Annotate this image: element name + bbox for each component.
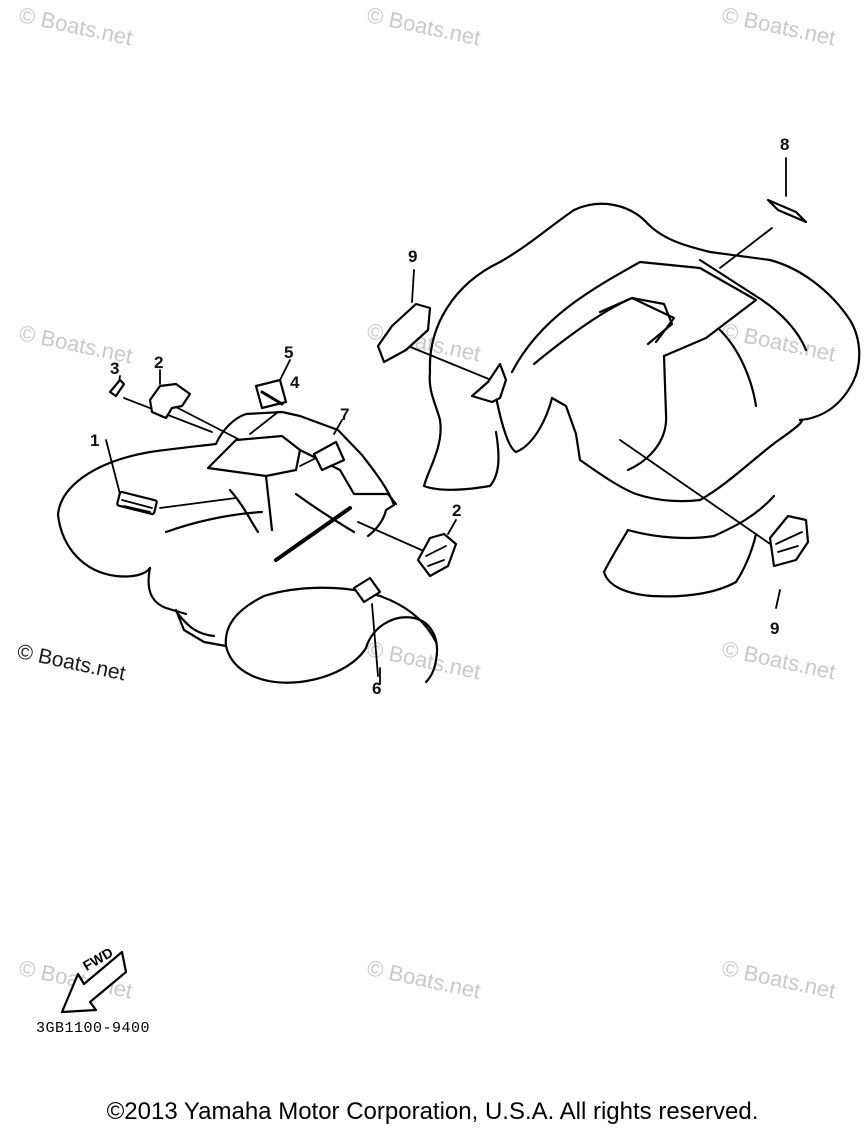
callout-number: 5 <box>284 343 294 362</box>
callout-number: 3 <box>110 359 120 378</box>
callout-number: 6 <box>372 679 382 698</box>
diagram-code: 3GB1100-9400 <box>36 1020 151 1037</box>
fwd-arrow-icon <box>60 950 128 1014</box>
callout-number: 7 <box>340 405 350 424</box>
callout-number: 8 <box>780 135 790 154</box>
callout-number: 2 <box>452 501 462 520</box>
callout-number: 1 <box>90 431 100 450</box>
copyright-notice: ©2013 Yamaha Motor Corporation, U.S.A. A… <box>106 1098 759 1125</box>
callout-number: 9 <box>770 619 780 638</box>
decals <box>108 198 810 604</box>
rear-fender-drawing <box>422 202 861 598</box>
callout-number: 9 <box>408 247 418 266</box>
front-fender-drawing <box>56 410 439 684</box>
callout-number: 4 <box>290 373 300 392</box>
callout-number: 2 <box>154 353 164 372</box>
leader-lines <box>105 157 787 685</box>
